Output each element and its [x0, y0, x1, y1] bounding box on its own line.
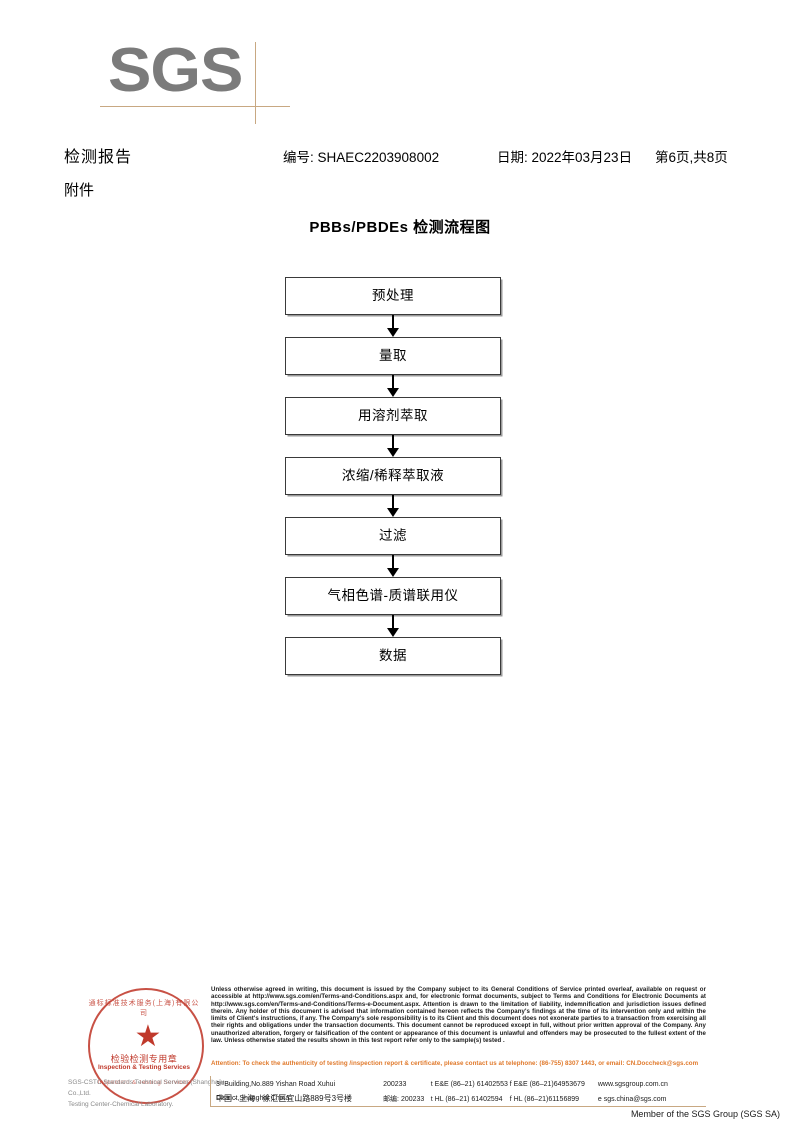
address-row-cn: 中国 · 上海 · 徐汇区宜山路889号3号楼 邮编: 200233 t HL …	[216, 1092, 708, 1106]
company-laboratory-note: SGS-CSTC Standards Technical Services (S…	[68, 1077, 228, 1110]
address-bottom-rule	[210, 1106, 706, 1108]
zip-cn: 邮编: 200233	[383, 1096, 425, 1103]
stamp-arc-bottom-text: Inspection & Testing Services	[97, 1080, 191, 1086]
zip-en: 200233	[383, 1081, 407, 1088]
stamp-en-label: Inspection & Testing Services	[98, 1064, 190, 1071]
flow-node: 预处理	[285, 277, 501, 315]
report-number: 编号: SHAEC2203908002	[283, 150, 440, 165]
flow-arrow-icon	[285, 555, 501, 577]
page-number: 第6页,共8页	[655, 150, 728, 165]
logo-horizontal-rule	[100, 106, 290, 107]
star-icon: ★	[134, 1020, 162, 1053]
flow-arrow-icon	[285, 375, 501, 397]
legal-disclaimer: Unless otherwise agreed in writing, this…	[211, 986, 706, 1045]
stamp-circle	[88, 988, 204, 1104]
flow-node-label: 量取	[379, 348, 407, 363]
sgs-logo: SGS	[100, 36, 298, 124]
address-block: 3ʳᵈBuilding,No.889 Yishan Road Xuhui Dis…	[216, 1078, 708, 1106]
flow-arrow-icon	[285, 435, 501, 457]
flow-node-label: 气相色谱-质谱联用仪	[327, 588, 459, 603]
flow-node: 数据	[285, 637, 501, 675]
page-title: 检测报告	[64, 149, 133, 166]
member-note: Member of the SGS Group (SGS SA)	[630, 1109, 780, 1119]
flowchart: 预处理 量取 用溶剂萃取 浓缩/稀释萃取液 过滤 气相色谱-质谱联用仪 数据	[285, 277, 503, 675]
attachment-label: 附件	[64, 182, 95, 199]
flow-node: 气相色谱-质谱联用仪	[285, 577, 501, 615]
flow-node-label: 预处理	[372, 288, 414, 303]
attention-notice: Attention: To check the authenticity of …	[211, 1060, 699, 1067]
website-link[interactable]: www.sgsgroup.com.cn	[597, 1081, 668, 1088]
address-left-rule	[210, 1076, 212, 1106]
flow-node-label: 浓缩/稀释萃取液	[341, 468, 445, 483]
flow-node-label: 过滤	[379, 528, 407, 543]
fax-ee: f E&E (86–21)64953679	[509, 1081, 585, 1088]
address-row-en: 3ʳᵈBuilding,No.889 Yishan Road Xuhui Dis…	[216, 1078, 708, 1102]
email-link[interactable]: e sgs.china@sgs.com	[597, 1096, 667, 1103]
sgs-logo-text: SGS	[108, 36, 243, 105]
flow-node: 过滤	[285, 517, 501, 555]
report-date: 日期: 2022年03月23日	[497, 150, 633, 165]
tel-hl: t HL (86–21) 61402594	[430, 1096, 503, 1103]
logo-vertical-rule	[255, 42, 256, 124]
flow-node-label: 用溶剂萃取	[358, 408, 428, 423]
flow-arrow-icon	[285, 315, 501, 337]
official-stamp: 通标标准技术服务(上海)有限公司 ★ 检验检测专用章 Inspection & …	[88, 988, 208, 1108]
flow-node-label: 数据	[379, 648, 407, 663]
company-lab-line: Testing Center-Chemical Laboratory.	[68, 1101, 174, 1108]
address-en: 3ʳᵈBuilding,No.889 Yishan Road Xuhui Dis…	[216, 1081, 336, 1102]
stamp-cn-label: 检验检测专用章	[110, 1054, 178, 1064]
company-name-line: SGS-CSTC Standards Technical Services (S…	[68, 1079, 223, 1097]
fax-hl: f HL (86–21)61156899	[509, 1096, 580, 1103]
flowchart-title: PBBs/PBDEs 检测流程图	[309, 219, 491, 236]
flow-node: 量取	[285, 337, 501, 375]
flow-node: 浓缩/稀释萃取液	[285, 457, 501, 495]
flow-arrow-icon	[285, 495, 501, 517]
tel-ee: t E&E (86–21) 61402553	[430, 1081, 508, 1088]
address-cn: 中国 · 上海 · 徐汇区宜山路889号3号楼	[216, 1094, 353, 1103]
flow-arrow-icon	[285, 615, 501, 637]
flow-node: 用溶剂萃取	[285, 397, 501, 435]
stamp-arc-top-text: 通标标准技术服务(上海)有限公司	[88, 1000, 200, 1017]
